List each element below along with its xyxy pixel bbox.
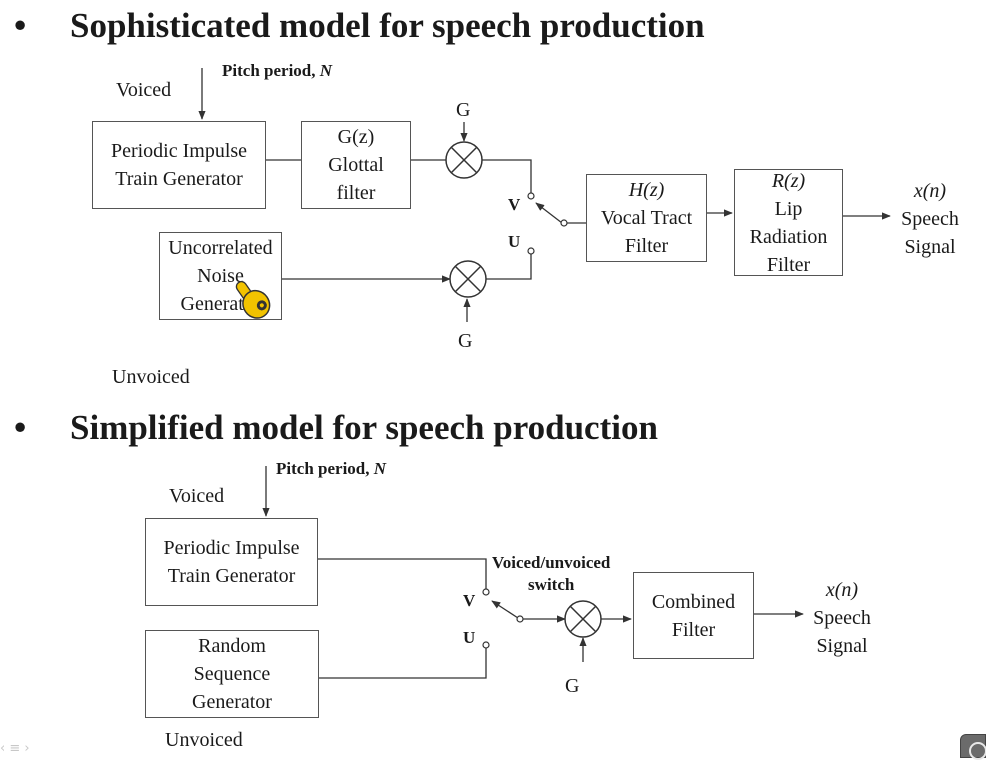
u-switch-label: U [508,232,521,251]
switch-contact-v [527,192,535,200]
box-line: Filter [766,253,811,276]
box-line: Glottal [328,154,384,176]
box-line: Noise [197,265,244,287]
pitch-period-var: N [319,61,333,80]
pitch-period-label-simplified: Pitch period, N [276,460,386,477]
heading-simplified-text: Simplified model for speech production [70,408,658,447]
box-line: H(z) [628,179,665,201]
box-line: Lip [774,197,803,220]
gain-label-simplified: G [565,675,580,697]
box-line: Combined [651,590,736,613]
switch-contact-v-simplified [482,588,490,596]
box-line: Sequence [193,663,271,685]
box-line: filter [336,182,376,204]
switch-contact-u [527,247,535,255]
v-switch-label: V [508,195,521,214]
wire-mult-v [482,159,532,193]
lip-radiation-filter-box: R(z) Lip Radiation Filter [734,169,843,276]
vocal-tract-filter-box: H(z) Vocal Tract Filter [586,174,707,262]
heading-simplified: • Simplified model for speech production [14,410,658,445]
box-line: G(z) [337,126,375,148]
box-line: Train Generator [115,168,243,190]
signal-line: Signal [816,635,868,657]
gain-label-bottom: G [458,330,473,352]
bullet: • [14,408,27,447]
switch-label-line: switch [528,575,575,594]
wire-mult-u [486,254,532,280]
pitch-period-var: N [373,459,387,478]
box-line: Filter [624,235,669,257]
presenter-button-icon[interactable] [960,734,986,760]
box-line: R(z) [771,169,806,192]
slide-nav-icon[interactable]: ‹ ≡ › [0,741,30,756]
box-line: Periodic Impulse [163,537,300,559]
box-line: Generator [180,293,261,315]
v-switch-label-simplified: V [463,591,476,610]
signal-line: x(n) [825,579,859,601]
box-line: Generator [192,691,272,713]
hand-pointer-icon [235,280,271,319]
wire-random-u [319,648,487,679]
box-line: Radiation [749,225,828,248]
box-line: Vocal Tract [600,207,693,229]
multiplier-circle-icon [445,141,483,179]
switch-arm-bottom [491,600,519,619]
speech-signal-output: x(n) Speech Signal [892,177,968,261]
glottal-filter-box: G(z) Glottal filter [301,121,411,209]
gain-label-top: G [456,99,471,121]
combined-filter-box: Combined Filter [633,572,754,659]
unvoiced-label-simplified: Unvoiced [165,729,243,751]
multiplier-circle-icon [564,600,602,638]
bullet: • [14,6,27,45]
switch-pivot [560,219,568,227]
u-switch-label-simplified: U [463,628,476,647]
speech-signal-output-simplified: x(n) Speech Signal [804,576,880,660]
switch-label: Voiced/unvoiced switch [492,552,610,596]
box-line: Random [198,635,266,657]
switch-arm-top [535,202,563,224]
box-line: Filter [671,618,716,641]
signal-line: x(n) [913,180,947,202]
box-line: Train Generator [167,565,296,587]
wire-impulse-v [318,558,487,589]
signal-line: Speech [813,607,871,629]
unvoiced-label: Unvoiced [112,366,190,388]
pitch-period-text: Pitch period, [276,459,370,478]
heading-sophisticated: • Sophisticated model for speech producti… [14,8,705,43]
signal-line: Signal [904,236,956,258]
voiced-label-simplified: Voiced [169,485,225,507]
pitch-period-label: Pitch period, N [222,62,332,79]
signal-line: Speech [901,208,959,230]
switch-contact-u-simplified [482,641,490,649]
voiced-label: Voiced [116,79,172,101]
switch-label-line: Voiced/unvoiced [492,553,611,572]
heading-sophisticated-text: Sophisticated model for speech productio… [70,6,705,45]
random-sequence-generator-box: Random Sequence Generator [145,630,319,718]
multiplier-circle-icon [449,260,487,298]
box-line: Periodic Impulse [110,140,248,162]
pitch-period-text: Pitch period, [222,61,316,80]
box-line: Uncorrelated [168,237,273,259]
periodic-impulse-generator-box: Periodic Impulse Train Generator [92,121,266,209]
periodic-impulse-generator-box-simplified: Periodic Impulse Train Generator [145,518,318,606]
switch-pivot-simplified [516,615,524,623]
